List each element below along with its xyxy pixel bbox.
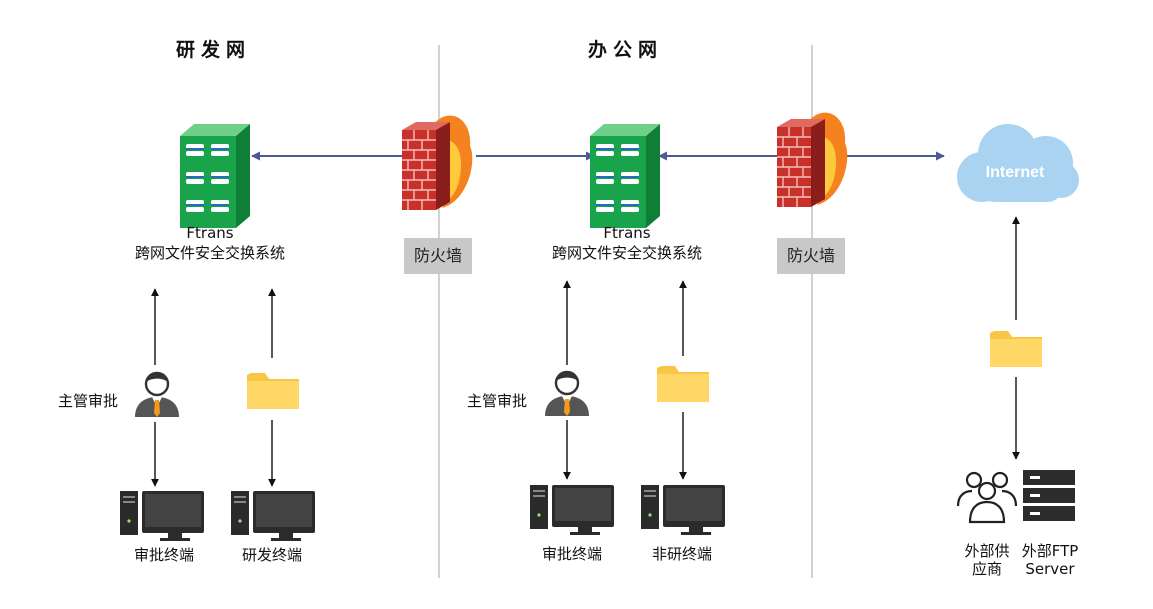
manager-left-icon (133, 371, 181, 419)
ftrans-mid-name: Ftrans (603, 224, 651, 242)
firewall-left-icon (401, 114, 473, 211)
folder-right-icon (990, 331, 1042, 367)
folder-mid-icon (657, 366, 709, 402)
supplier-label-line1: 外部供 (964, 542, 1010, 560)
firewall-right-icon (776, 111, 848, 208)
non-rd-terminal-mid-label: 非研终端 (651, 545, 712, 563)
zone-title-office: 办公网 (588, 39, 664, 61)
ftrans-mid-desc: 跨网文件安全交换系统 (551, 244, 702, 262)
ftrans-left-desc: 跨网文件安全交换系统 (134, 244, 285, 262)
supplier-people-icon (956, 471, 1018, 524)
ftrans-server-left-icon (180, 124, 250, 228)
approval-terminal-mid-label: 审批终端 (541, 545, 602, 563)
folder-left-icon (247, 373, 299, 409)
manager-mid-icon (543, 370, 591, 418)
approval-terminal-mid-icon (530, 485, 614, 535)
approval-terminal-left-icon (120, 491, 204, 541)
ftrans-left-name: Ftrans (186, 224, 234, 242)
zone-title-rd: 研发网 (176, 39, 252, 61)
non-rd-terminal-mid-icon (641, 485, 725, 535)
rd-terminal-left-label: 研发终端 (241, 546, 302, 564)
ftp-server-label-line2: Server (1025, 560, 1075, 578)
manager-left-label: 主管审批 (58, 392, 119, 410)
ftp-server-icon (1023, 470, 1075, 521)
manager-mid-label: 主管审批 (467, 392, 528, 410)
ftrans-server-mid-icon (590, 124, 660, 228)
supplier-label-line2: 应商 (971, 560, 1002, 578)
internet-cloud-icon (957, 124, 1079, 202)
firewall-right-label: 防火墙 (777, 238, 845, 274)
approval-terminal-left-label: 审批终端 (133, 546, 194, 564)
rd-terminal-left-icon (231, 491, 315, 541)
internet-label: Internet (986, 164, 1045, 181)
ftp-server-label-line1: 外部FTP (1021, 542, 1079, 560)
firewall-left-label: 防火墙 (404, 238, 472, 274)
